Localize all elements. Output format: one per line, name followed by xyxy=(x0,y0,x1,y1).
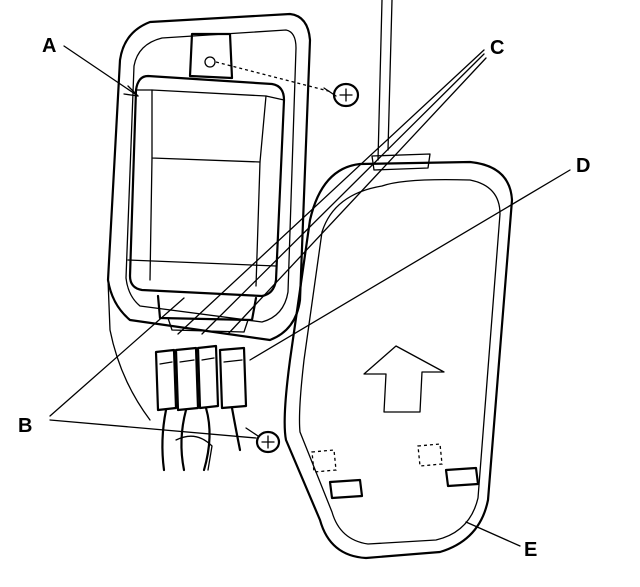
screw-top xyxy=(215,61,360,108)
callout-a: A xyxy=(42,35,57,57)
callout-d: D xyxy=(576,155,591,177)
callout-e: E xyxy=(524,539,538,561)
bracket-a xyxy=(106,12,312,421)
cover-e xyxy=(283,153,514,560)
screw-bottom xyxy=(245,427,281,454)
fuse-box-body xyxy=(127,32,286,333)
callout-b: B xyxy=(18,415,33,437)
connectors xyxy=(154,344,248,472)
callout-c: C xyxy=(490,37,505,59)
body-panel-edge xyxy=(377,0,393,161)
leader-lines xyxy=(49,45,571,547)
